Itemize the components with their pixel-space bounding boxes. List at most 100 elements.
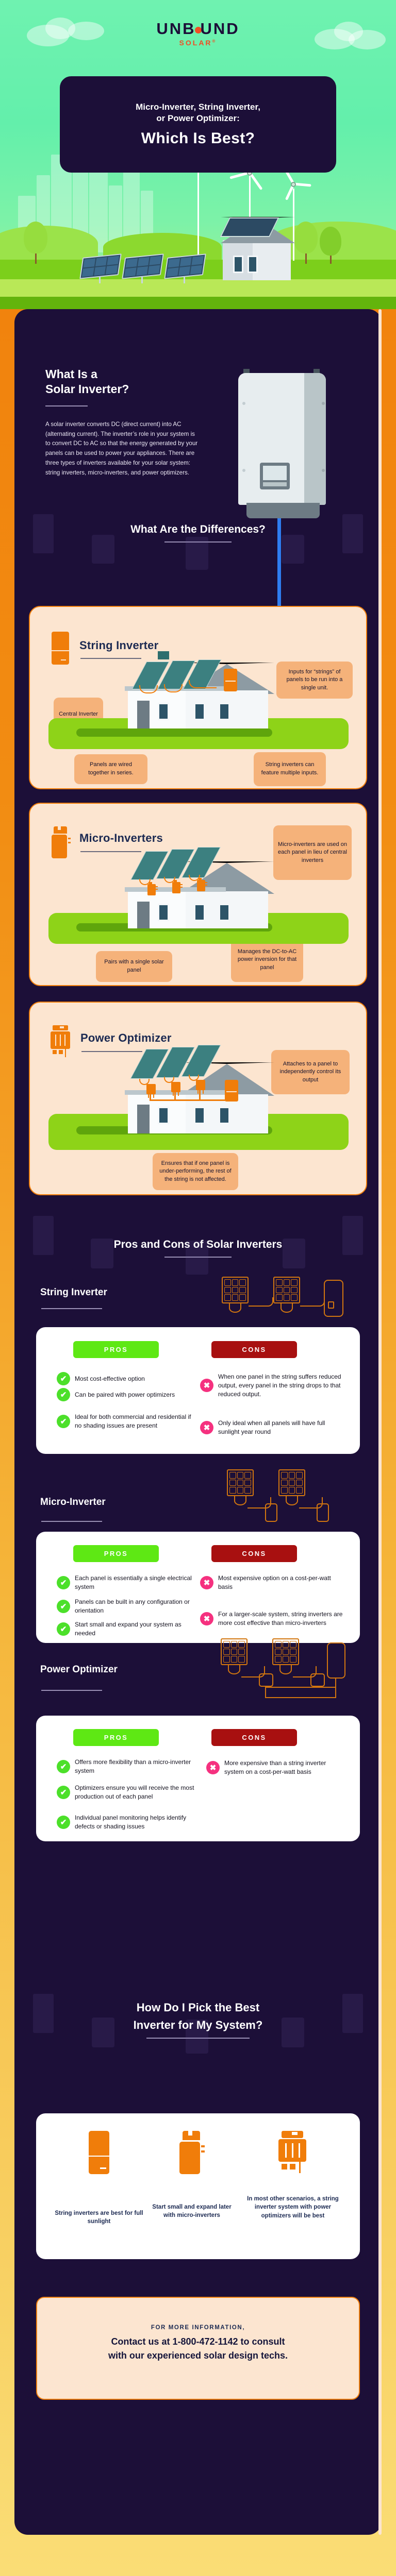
differences-heading-block: What Are the Differences? [14, 509, 382, 570]
pros-row: ✔ Start small and expand your system as … [57, 1620, 195, 1638]
hero-title-main: Which Is Best? [141, 130, 255, 147]
watermark-optimizer-icon [92, 2018, 114, 2047]
optimizer-wire [139, 1079, 150, 1085]
optimizer-wire [189, 1075, 199, 1081]
cloud-icon [45, 18, 75, 39]
pc-heading-micro-inverter: Micro-Inverter [40, 1497, 106, 1507]
cloud-icon [334, 22, 363, 41]
pros-text: Most cost-effective option [75, 1375, 145, 1382]
central-inverter-box [225, 1080, 238, 1101]
hero-title-card: Micro-Inverter, String Inverter, or Powe… [60, 76, 336, 173]
window [158, 1107, 169, 1124]
optimizer-unit [196, 1080, 205, 1094]
panel-wire [189, 680, 217, 688]
pick-option-text: Start small and expand later with micro-… [152, 2204, 232, 2219]
ground-strip [0, 297, 396, 309]
pros-cons-card-micro-inverter: PROS CONS ✔ Each panel is essentially a … [36, 1532, 360, 1643]
cons-text: Only ideal when all panels will have ful… [218, 1419, 325, 1435]
card-title-micro-inverters: Micro-Inverters [79, 832, 163, 844]
heading-rule [146, 2038, 250, 2039]
optimizer-wire [164, 1077, 174, 1083]
pick-options-card: String inverters are best for full sunli… [36, 2113, 360, 2259]
check-icon: ✔ [57, 1388, 70, 1401]
house-illustration [122, 651, 283, 733]
cream-edge-strip [378, 309, 382, 2535]
bubble-micro-each-panel: Micro-inverters are used on each panel i… [273, 825, 352, 880]
heading-rule [41, 1308, 102, 1309]
bubble-multiple-inputs: String inverters can feature multiple in… [254, 752, 326, 786]
watermark-inverter-icon [342, 1216, 363, 1255]
bubble-string-inputs: Inputs for “strings” of panels to be run… [276, 662, 353, 699]
cross-icon: ✖ [206, 1760, 220, 1774]
optimizer-unit [146, 1084, 156, 1098]
window [194, 703, 205, 720]
card-title-power-optimizer: Power Optimizer [80, 1031, 172, 1044]
micro-inverter-icon [178, 2131, 205, 2174]
watermark-inverter-icon [33, 1994, 54, 2033]
contact-line2: with our experienced solar design techs. [108, 2350, 288, 2361]
cons-row: ✖ When one panel in the string suffers r… [200, 1372, 345, 1398]
heading-rule [41, 1521, 102, 1522]
pros-row: ✔ Offers more flexibility than a micro-i… [57, 1758, 195, 1775]
watermark-optimizer-icon [92, 535, 114, 564]
micro-inverter-unit [197, 878, 207, 891]
pros-row: ✔ Optimizers ensure you will receive the… [57, 1784, 195, 1801]
door [137, 902, 150, 928]
watermark-micro-icon [186, 1241, 208, 1275]
watermark-micro-icon [186, 537, 208, 570]
hill-shape [0, 226, 98, 262]
pick-option-text: In most other scenarios, a string invert… [247, 2196, 339, 2219]
power-optimizer-line-diagram [221, 1638, 350, 1710]
string-inverter-illustration-card: String Inverter Inputs for “strings” of … [29, 606, 367, 789]
central-inverter-box [224, 669, 237, 691]
differences-heading: What Are the Differences? [130, 523, 266, 535]
watermark-optimizer-icon [282, 2018, 304, 2047]
power-optimizer-illustration-card: Power Optimizer Attaches to a panel to i… [29, 1002, 367, 1195]
what-is-heading-line1: What Is a [45, 367, 97, 381]
optimizer-unit [171, 1082, 180, 1096]
pc-heading-string-inverter: String Inverter [40, 1287, 107, 1298]
check-icon: ✔ [57, 1785, 70, 1799]
pros-cons-heading-block: Pros and Cons of Solar Inverters [14, 1216, 382, 1275]
contact-kicker: FOR MORE INFORMATION, [151, 2325, 245, 2331]
pros-text: Offers more flexibility than a micro-inv… [75, 1758, 191, 1774]
heading-rule [164, 541, 232, 543]
logo-subtitle: SOLAR [179, 39, 212, 47]
pros-row: ✔ Can be paired with power optimizers [57, 1388, 191, 1401]
inverter-product-image [238, 366, 331, 611]
hero-house [216, 214, 302, 280]
pros-row: ✔ Ideal for both commercial and resident… [57, 1413, 195, 1430]
watermark-inverter-icon [342, 514, 363, 553]
pc-heading-power-optimizer: Power Optimizer [40, 1664, 118, 1675]
tree-foliage [24, 222, 47, 253]
bubble-pairs-single-panel: Pairs with a single solar panel [96, 951, 172, 982]
micro-inverter-unit [172, 880, 183, 893]
tree-trunk [330, 250, 332, 264]
cons-row: ✖ Only ideal when all panels will have f… [200, 1419, 345, 1436]
watermark-optimizer-icon [283, 1239, 305, 1268]
hero-title-line1: Micro-Inverter, String Inverter, [136, 101, 260, 112]
hero-ground-panel [122, 253, 164, 283]
cons-pill: CONS [211, 1729, 297, 1746]
house-illustration [122, 1043, 283, 1133]
bubble-underperforming-panel: Ensures that if one panel is under-perfo… [153, 1153, 238, 1190]
watermark-micro-icon [186, 2020, 208, 2054]
pros-text: Optimizers ensure you will receive the m… [75, 1784, 194, 1800]
contact-line1: Contact us at 1-800-472-1142 to consult [111, 2336, 285, 2347]
check-icon: ✔ [57, 1414, 70, 1428]
cons-pill: CONS [211, 1545, 297, 1562]
window [219, 1107, 230, 1124]
optimizer-bus-wire [174, 1092, 176, 1100]
card-rule [80, 851, 141, 852]
cons-text: When one panel in the string suffers red… [218, 1373, 341, 1398]
body-wrapper: What Is a Solar Inverter? A solar invert… [0, 309, 396, 2555]
lawn-shadow [76, 728, 272, 737]
cons-row: ✖ Most expensive option on a cost-per-wa… [200, 1574, 345, 1591]
ground-strip [0, 279, 396, 298]
pros-row: ✔ Individual panel monitoring helps iden… [57, 1814, 195, 1831]
optimizer-bus-wire [150, 1099, 229, 1101]
cons-text: For a larger-scale system, string invert… [218, 1611, 343, 1626]
window [158, 703, 169, 720]
